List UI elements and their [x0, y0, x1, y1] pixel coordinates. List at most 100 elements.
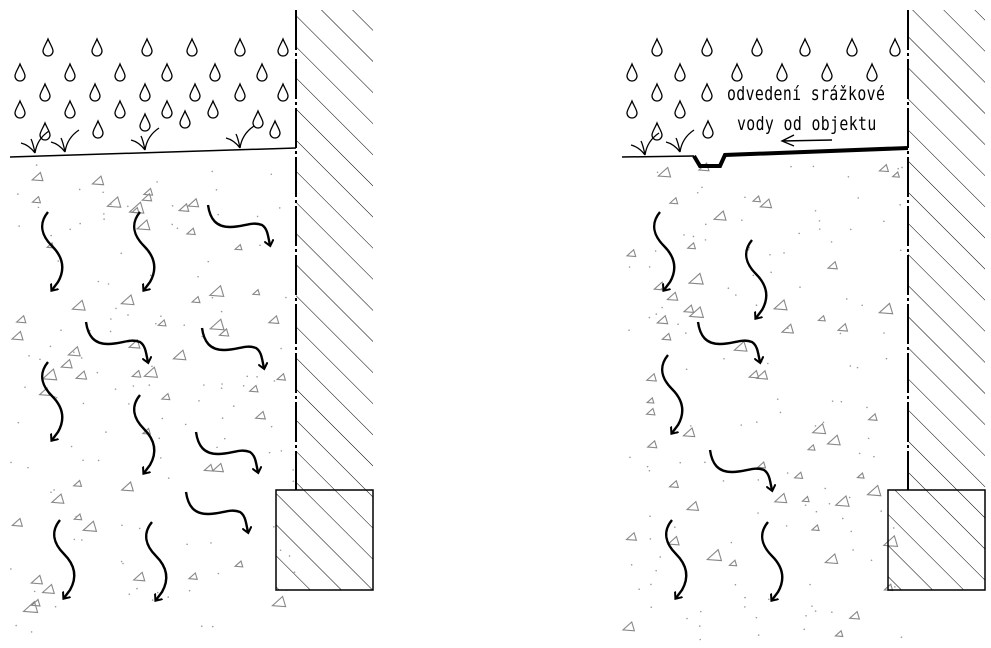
aggregate-stone [271, 595, 287, 608]
soil-grain [812, 165, 815, 168]
drainage-channel [692, 146, 909, 168]
soil-grain [677, 323, 679, 326]
aggregate-stone [728, 559, 738, 567]
aggregate-stone [668, 196, 679, 205]
soil-grain [220, 387, 223, 389]
soil-grain [849, 365, 852, 367]
foundation-footing [887, 489, 986, 591]
aggregate-stone [712, 210, 727, 221]
soil-grain [845, 298, 848, 300]
soil-grain [121, 524, 123, 527]
raindrop-icon [161, 99, 173, 119]
soil-grain [861, 304, 863, 307]
soil-grain [54, 605, 57, 608]
aggregate-stone [848, 610, 861, 620]
soil-grain [770, 271, 772, 274]
aggregate-stone [135, 219, 151, 231]
soil-grain [655, 313, 658, 315]
soil-grain [685, 368, 688, 371]
aggregate-stone [202, 463, 214, 472]
soil-grain [650, 583, 652, 586]
raindrop-icon [846, 37, 858, 57]
soil-grain [654, 250, 657, 252]
aggregate-stone [666, 291, 679, 301]
soil-grain [734, 583, 737, 586]
raindrop-icon [14, 99, 26, 119]
soil-grain [103, 218, 105, 220]
aggregate-stone [160, 392, 171, 401]
soil-grain [210, 542, 212, 544]
soil-grain [649, 538, 652, 540]
soil-grain [769, 253, 771, 256]
aggregate-stone [867, 412, 878, 421]
water-flow-arrow [708, 449, 772, 490]
water-flow-arrow [145, 521, 168, 600]
water-flow-arrow [665, 519, 688, 598]
aggregate-stone [773, 492, 788, 504]
soil-grain [259, 244, 261, 247]
aggregate-stone [645, 396, 655, 404]
panel-without-drainage [9, 10, 374, 633]
soil-grain [655, 569, 657, 572]
soil-grain [727, 287, 730, 290]
soil-grain [692, 235, 695, 238]
soil-grain [80, 357, 83, 359]
raindrop-icon [92, 119, 104, 139]
soil-grain [786, 472, 789, 474]
soil-grain [866, 406, 868, 409]
soil-grain [783, 252, 785, 254]
soil-grain [37, 206, 40, 209]
water-flow-arrow [761, 521, 784, 600]
soil-grain [735, 294, 737, 296]
soil-grain [39, 358, 41, 361]
soil-grain [211, 296, 214, 299]
soil-grain [15, 624, 17, 627]
soil-grain [176, 227, 179, 230]
aggregate-stone [666, 535, 680, 546]
soil-grain [171, 205, 174, 207]
grass-icon [130, 127, 160, 151]
water-flow-arrow [53, 519, 76, 598]
raindrop-icon [701, 82, 713, 102]
soil-grain [78, 188, 81, 191]
soil-grain [120, 252, 123, 255]
soil-grain [217, 213, 220, 216]
soil-grain [776, 398, 779, 400]
water-flow-arrow [41, 211, 64, 290]
soil-grain [885, 357, 888, 360]
water-flow-arrow [194, 431, 258, 472]
aggregate-stone [15, 314, 27, 324]
aggregate-stone [826, 434, 841, 446]
aggregate-stone [120, 293, 135, 306]
aggregate-stone [22, 600, 39, 614]
aggregate-stone [834, 629, 844, 638]
aggregate-stone [682, 304, 695, 314]
soil-grain [661, 306, 663, 309]
raindrop-icon [751, 37, 763, 57]
raindrop-icon [776, 62, 788, 82]
raindrop-icon [209, 62, 221, 82]
soil-grain [211, 625, 214, 628]
aggregate-stone [688, 305, 705, 319]
aggregate-stone [41, 583, 56, 595]
soil-grain [268, 451, 271, 454]
water-flow-arrow [41, 361, 64, 440]
soil-grain [160, 315, 162, 317]
soil-grain [814, 209, 817, 212]
aggregate-stone [793, 471, 804, 480]
aggregate-stone [208, 318, 225, 331]
raindrop-icon [91, 37, 103, 57]
soil-grain [184, 423, 187, 426]
soil-grain [156, 181, 158, 183]
soil-grain [107, 283, 110, 285]
soil-grain [183, 324, 186, 326]
grass-icon [20, 130, 50, 154]
soil-grain [242, 385, 245, 387]
soil-grain [197, 275, 199, 278]
soil-grain [756, 421, 758, 423]
soil-grain [151, 599, 154, 601]
soil-grain [203, 384, 205, 386]
aggregate-stone [187, 571, 198, 580]
aggregate-stone [156, 318, 167, 327]
aggregate-stone [686, 241, 697, 250]
